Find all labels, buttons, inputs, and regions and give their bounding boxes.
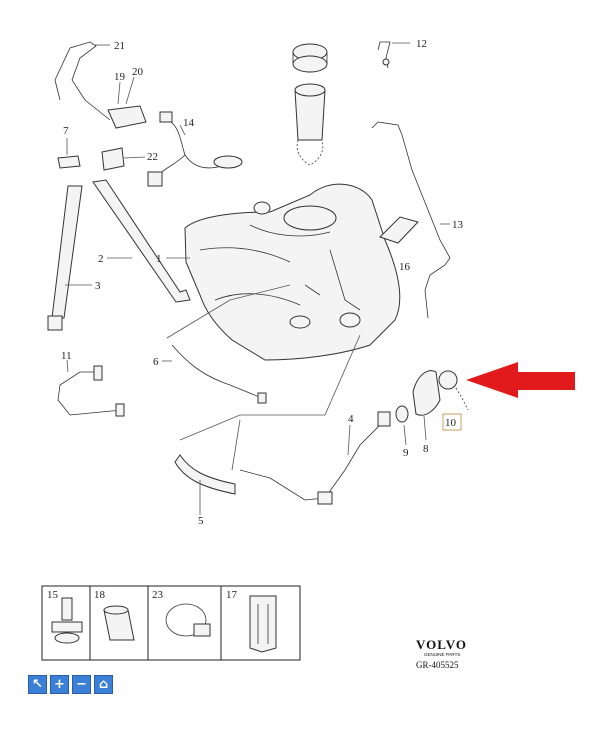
zoom-out-icon[interactable]: − [72, 675, 91, 694]
legend-number-15: 15 [47, 589, 59, 601]
callout-3: 3 [95, 280, 101, 292]
legend-number-18: 18 [94, 589, 106, 601]
callout-labels: 21 19 20 14 7 22 12 13 16 2 1 3 11 6 4 9… [61, 38, 464, 527]
callout-12: 12 [416, 38, 427, 50]
callout-20: 20 [132, 66, 144, 78]
callout-6: 6 [153, 356, 159, 368]
callout-10: 10 [445, 417, 457, 429]
volvo-brand: VOLVO GENUINE PARTS GR-405525 [416, 637, 467, 670]
tank-strap-3[interactable] [47, 185, 83, 331]
filler-hose-5[interactable] [174, 454, 236, 495]
fuel-pump[interactable] [292, 43, 328, 166]
insulation-pad[interactable] [379, 216, 419, 244]
callout-19: 19 [114, 71, 126, 83]
seal-ring-9[interactable] [395, 405, 409, 423]
fuel-cap-10[interactable] [438, 370, 469, 411]
fuel-hose-11[interactable] [57, 365, 125, 417]
zoom-in-icon[interactable]: + [50, 675, 69, 694]
legend-number-23: 23 [152, 589, 164, 601]
fuel-tank[interactable] [184, 183, 401, 361]
vent-fitting[interactable] [377, 41, 391, 69]
legend-item-15[interactable]: 15 [47, 589, 83, 644]
callout-22: 22 [147, 151, 158, 163]
legend-item-18[interactable]: 18 [94, 589, 135, 641]
highlight-arrow [466, 362, 575, 398]
legend-item-17[interactable]: 17 [226, 589, 277, 653]
filler-pipe-4[interactable] [239, 411, 391, 505]
home-icon[interactable]: ⌂ [94, 675, 113, 694]
fuel-line-6[interactable] [171, 344, 267, 404]
tank-strap-2[interactable] [92, 179, 191, 303]
pointer-icon[interactable]: ↖ [28, 675, 47, 694]
callout-4: 4 [348, 413, 354, 425]
diagram-reference: GR-405525 [416, 660, 459, 670]
wiring-harness[interactable] [147, 111, 243, 187]
callout-16: 16 [399, 261, 411, 273]
clip-7[interactable] [57, 155, 81, 169]
callout-21: 21 [114, 40, 125, 52]
legend-number-17: 17 [226, 589, 238, 601]
small-parts-legend: 15 18 23 17 [41, 585, 301, 661]
callout-9: 9 [403, 447, 409, 459]
pad-22[interactable] [101, 147, 125, 171]
filler-housing-8[interactable] [412, 370, 441, 416]
callout-1: 1 [156, 253, 162, 265]
callout-8: 8 [423, 443, 429, 455]
callout-11: 11 [61, 350, 72, 362]
legend-item-23[interactable]: 23 [152, 589, 211, 637]
brand-tagline: GENUINE PARTS [424, 652, 460, 657]
callout-7: 7 [63, 125, 69, 137]
callout-5: 5 [198, 515, 204, 527]
callout-13: 13 [452, 219, 464, 231]
callout-14: 14 [183, 117, 195, 129]
sender-bracket[interactable] [54, 41, 147, 129]
callout-2: 2 [98, 253, 104, 265]
brand-logo: VOLVO [416, 637, 467, 652]
vent-pipe[interactable] [371, 121, 451, 319]
leader-lines [65, 42, 450, 515]
